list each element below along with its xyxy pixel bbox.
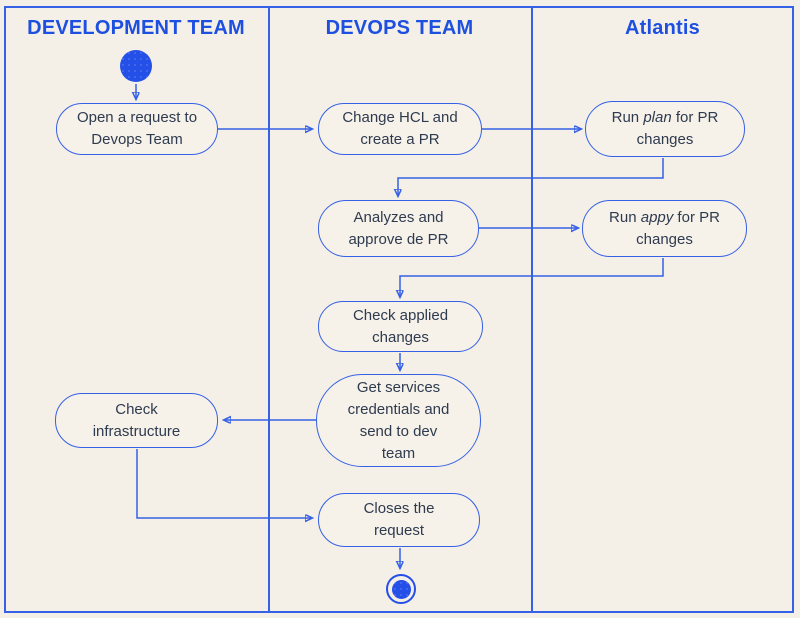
node-label: Check applied changes	[352, 306, 449, 346]
node-label: Run appy for PR changes	[593, 207, 736, 251]
lane-divider-1	[268, 6, 270, 613]
end-node	[386, 574, 416, 604]
node-label-suffix: for PR changes	[636, 208, 720, 248]
node-label: Check infrastructure	[92, 400, 181, 440]
diagram-border	[4, 6, 794, 613]
node-label-suffix: for PR changes	[636, 109, 719, 148]
node-label: Closes the request	[363, 500, 435, 539]
end-node-inner-circle	[391, 579, 411, 599]
node-label: Open a request to Devops Team	[76, 109, 198, 148]
node-change-hcl: Change HCL and create a PR	[318, 103, 482, 155]
lane-header-devops-team: DEVOPS TEAM	[325, 17, 474, 39]
node-analyzes-approve: Analyzes and approve de PR	[318, 200, 479, 257]
node-label-italic: appy	[640, 208, 674, 226]
node-run-appy: Run appy for PR changes	[582, 200, 747, 257]
lane-header-atlantis: Atlantis	[625, 17, 700, 39]
node-label-prefix: Run	[609, 208, 641, 226]
node-run-plan: Run plan for PR changes	[585, 101, 745, 157]
node-label-prefix: Run	[611, 109, 644, 126]
node-label: Run plan for PR changes	[596, 107, 734, 151]
start-node	[120, 50, 152, 82]
node-check-infrastructure: Check infrastructure	[55, 393, 218, 448]
node-label-italic: plan	[643, 109, 672, 126]
node-get-services-credentials: Get services credentials and send to dev…	[316, 374, 481, 467]
node-label: Get services credentials and send to dev…	[347, 378, 450, 462]
lane-header-development-team: DEVELOPMENT TEAM	[27, 17, 245, 39]
node-open-request: Open a request to Devops Team	[56, 103, 218, 155]
node-label: Analyzes and approve de PR	[348, 208, 449, 248]
lane-divider-2	[531, 6, 533, 613]
node-label: Change HCL and create a PR	[342, 109, 458, 148]
node-closes-request: Closes the request	[318, 493, 480, 547]
node-check-applied: Check applied changes	[318, 301, 483, 352]
